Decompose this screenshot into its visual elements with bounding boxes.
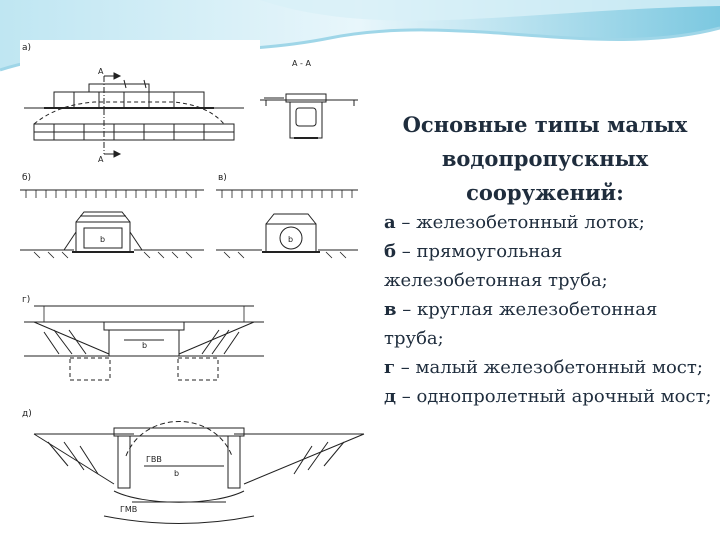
list-item-letter: а xyxy=(384,212,396,233)
section-mark-bottom: А xyxy=(98,155,104,164)
list-item-g: г – малый железобетонный мост; xyxy=(384,353,714,382)
dim-b-arch: b xyxy=(174,469,179,478)
figure-d-label: д) xyxy=(22,409,32,419)
figure-b-label: б) xyxy=(22,173,31,183)
list-item-v: в – круглая железобетонная труба; xyxy=(384,295,714,353)
figure-v-round-pipe xyxy=(216,189,358,253)
section-title: А - А xyxy=(292,59,311,68)
figure-b-rectangular-pipe xyxy=(20,189,204,253)
list-item-b: б – прямоугольная железобетонная труба; xyxy=(384,237,714,295)
dim-b-pipe: b xyxy=(100,235,105,244)
list-item-text: – малый железобетонный мост; xyxy=(395,357,703,378)
list-item-letter: д xyxy=(384,386,396,407)
list-item-letter: г xyxy=(384,357,396,378)
culvert-drawing: а) А А А - А б) b в) b г) b д) ГВВ b ГМВ xyxy=(20,40,365,524)
slide-title: Основные типы малых водопропускных соору… xyxy=(402,112,688,205)
list-item-text: – железобетонный лоток; xyxy=(395,212,645,233)
dim-b-bridge: b xyxy=(142,341,147,350)
figure-g-small-bridge xyxy=(24,305,264,381)
list-item-text: – круглая железобетонная труба; xyxy=(384,299,658,349)
figure-a-section xyxy=(260,93,358,139)
figure-a-channel-elevation xyxy=(20,40,260,180)
dim-b-round: b xyxy=(288,235,293,244)
list-item-letter: в xyxy=(384,299,397,320)
list-item-text: – однопролетный арочный мост; xyxy=(396,386,712,407)
list-item-d: д – однопролетный арочный мост; xyxy=(384,382,714,411)
structure-types-list: а – железобетонный лоток; б – прямоуголь… xyxy=(384,208,714,411)
figure-d-arch-bridge xyxy=(33,421,365,524)
figure-a-label: а) xyxy=(22,43,31,53)
gvv-label: ГВВ xyxy=(146,455,162,464)
section-mark-top: А xyxy=(98,67,104,76)
figure-v-label: в) xyxy=(218,173,227,183)
list-item-text: – прямоугольная железобетонная труба; xyxy=(384,241,608,291)
list-item-a: а – железобетонный лоток; xyxy=(384,208,714,237)
figure-g-label: г) xyxy=(22,295,30,305)
list-item-letter: б xyxy=(384,241,397,262)
gmv-label: ГМВ xyxy=(120,505,137,514)
